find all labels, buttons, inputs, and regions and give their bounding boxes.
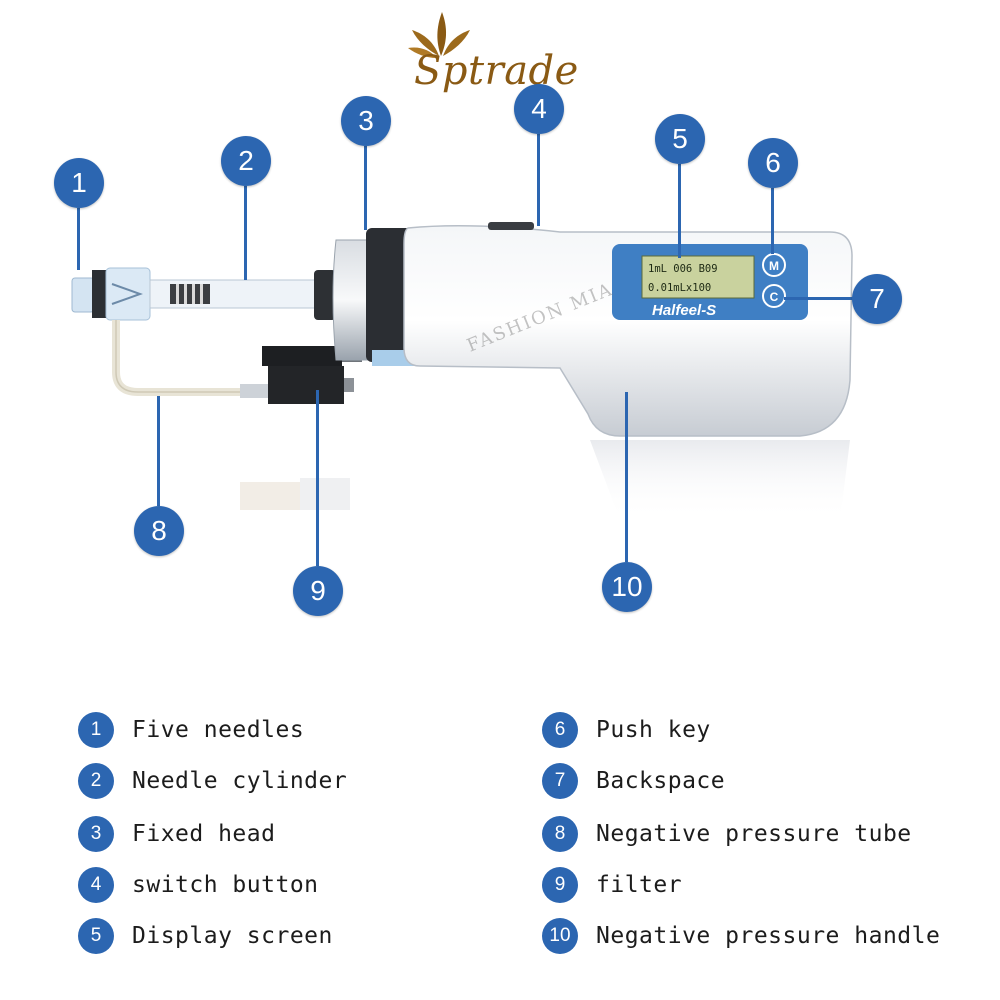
legend-label: Negative pressure tube [596,821,912,847]
callout-8: 8 [134,506,184,556]
legend-number: 8 [542,816,578,852]
legend-number: 3 [78,816,114,852]
floor-reflection [240,440,850,520]
leader-line-3 [364,146,367,230]
device-illustration: 1mL 006 B09 0.01mLx100 Halfeel-S M C FAS… [71,222,853,520]
legend-item-2: 2 Needle cylinder [78,761,347,801]
legend-number: 4 [78,867,114,903]
legend-label: Display screen [132,923,333,949]
legend-label: switch button [132,872,319,898]
legend-number: 2 [78,763,114,799]
needle-cylinder [149,279,321,309]
legend-label: Five needles [132,717,305,743]
leader-line-9 [316,390,319,566]
push-key-glyph: M [769,259,779,273]
backspace-key[interactable]: C [762,284,786,308]
callout-1: 1 [54,158,104,208]
legend-number: 5 [78,918,114,954]
legend-number: 10 [542,918,578,954]
five-needles [71,267,151,321]
filter [240,346,362,404]
leader-line-4 [537,134,540,226]
display-screen [641,255,755,299]
callout-4: 4 [514,84,564,134]
legend-label: Fixed head [132,821,276,847]
legend-item-5: 5 Display screen [78,916,333,956]
legend-item-8: 8 Negative pressure tube [542,814,912,854]
leader-line-10 [625,392,628,562]
callout-10: 10 [602,562,652,612]
leader-line-8 [157,396,160,506]
legend-label: Push key [596,717,711,743]
leaf-logo-icon [408,12,470,58]
legend-label: filter [596,872,683,898]
legend-number: 1 [78,712,114,748]
legend-label: Needle cylinder [132,768,348,794]
leader-line-7 [784,297,854,300]
legend-label: Negative pressure handle [596,923,941,949]
switch-button [488,222,534,230]
legend-number: 6 [542,712,578,748]
callout-9: 9 [293,566,343,616]
legend-item-4: 4 switch button [78,865,319,905]
callout-7: 7 [852,274,902,324]
callout-6: 6 [748,138,798,188]
legend-number: 7 [542,763,578,799]
model-label: Halfeel-S [652,302,716,319]
screen-line-1: 1mL 006 B09 [648,263,718,275]
leader-line-1 [77,208,80,270]
legend-number: 9 [542,867,578,903]
backspace-key-glyph: C [770,290,779,304]
leader-line-6 [771,188,774,254]
leader-line-5 [678,164,681,258]
push-key[interactable]: M [762,253,786,277]
screen-line-2: 0.01mLx100 [648,282,711,294]
legend-item-1: 1 Five needles [78,710,304,750]
brand-logo: Sptrade [384,8,594,100]
legend-item-10: 10 Negative pressure handle [542,916,940,956]
leader-line-2 [244,186,247,280]
callout-5: 5 [655,114,705,164]
legend-item-9: 9 filter [542,865,682,905]
callout-2: 2 [221,136,271,186]
negative-pressure-tube [112,320,240,396]
legend-item-6: 6 Push key [542,710,711,750]
callout-3: 3 [341,96,391,146]
legend-item-7: 7 Backspace [542,761,725,801]
legend-item-3: 3 Fixed head [78,814,275,854]
legend-label: Backspace [596,768,726,794]
